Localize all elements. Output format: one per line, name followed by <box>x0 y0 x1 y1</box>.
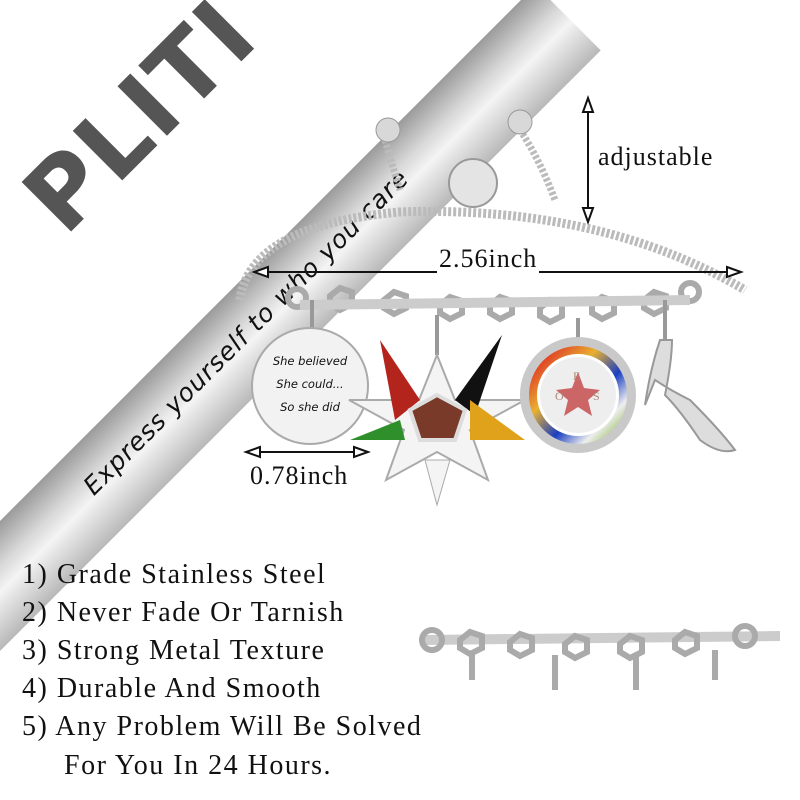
slider-bead <box>448 158 498 208</box>
bracelet-detail <box>419 623 781 690</box>
feature-item: For You In 24 Hours. <box>64 750 333 781</box>
charm-text-line: She could... <box>276 377 343 391</box>
charm-text-line: So she did <box>280 400 340 414</box>
oes-letter: E <box>573 369 580 383</box>
charm-text-line: She believed <box>273 354 348 368</box>
length-label: 2.56inch <box>437 244 540 274</box>
oes-charm <box>520 337 636 453</box>
end-bead-left <box>375 117 401 143</box>
eastern-star-charm <box>348 335 526 507</box>
adjustable-label: adjustable <box>598 142 714 171</box>
adjustable-arrow <box>581 95 595 225</box>
feature-item: 2) Never Fade Or Tarnish <box>22 597 345 628</box>
width-arrow <box>243 445 371 459</box>
feature-item: 1) Grade Stainless Steel <box>22 559 327 590</box>
box-chain <box>235 207 748 301</box>
feature-item: 4) Durable And Smooth <box>22 673 322 704</box>
feature-item: 3) Strong Metal Texture <box>22 635 326 666</box>
high-heel-charm <box>644 339 737 453</box>
charm-width-label: 0.78inch <box>250 461 349 490</box>
feature-item: 5) Any Problem Will Be Solved <box>22 711 423 742</box>
end-bead-right <box>507 109 533 135</box>
tag-charm <box>251 327 369 445</box>
slider-chain-left <box>381 139 404 192</box>
slider-chain-right <box>517 128 559 202</box>
oes-letter: S <box>593 389 600 403</box>
oes-letter: O <box>555 389 564 403</box>
